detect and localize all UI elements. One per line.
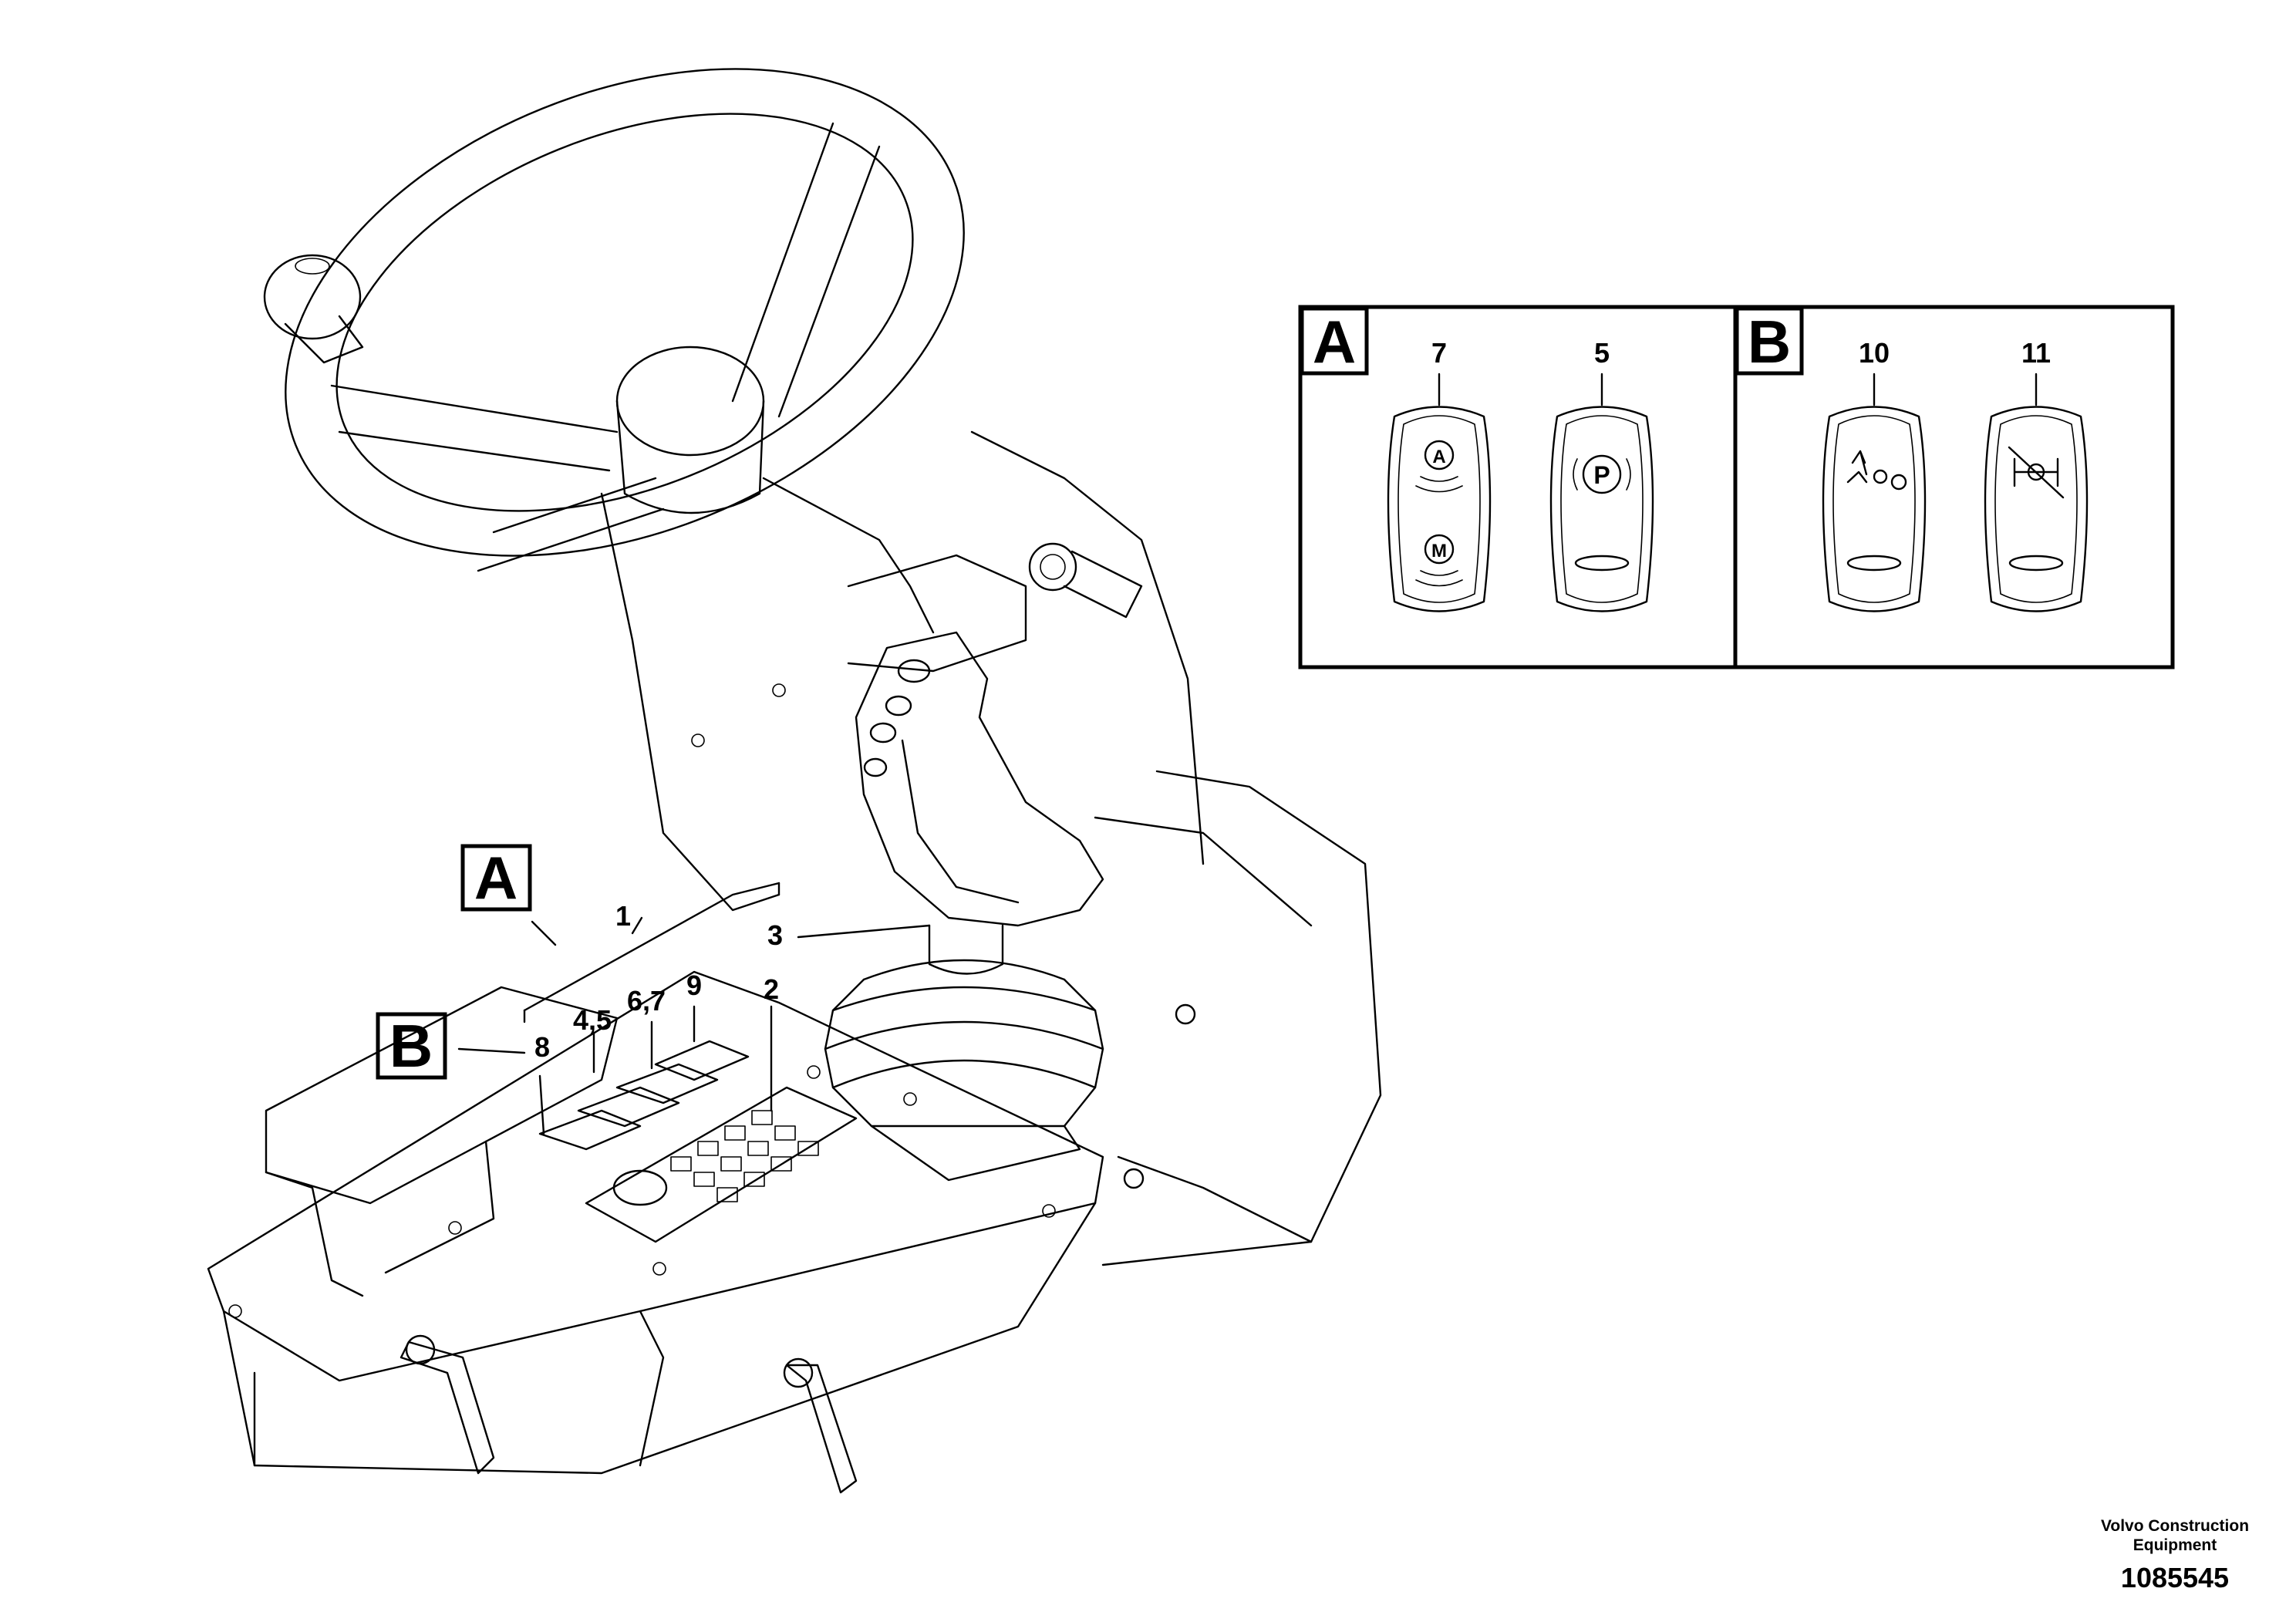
detail-panel: A 7 5 A M P bbox=[1298, 305, 2175, 669]
company-name-line2: Equipment bbox=[2133, 1536, 2217, 1554]
rocker-switch-11 bbox=[1984, 406, 2089, 612]
float-position-icon bbox=[1846, 450, 1907, 491]
auto-mode-icon bbox=[1424, 440, 1455, 470]
indicator-lamp bbox=[1846, 555, 1902, 572]
callout-1: 1 bbox=[615, 900, 631, 932]
switch-label-11: 11 bbox=[2021, 337, 2051, 369]
callout-8: 8 bbox=[534, 1031, 550, 1063]
callout-3: 3 bbox=[767, 919, 783, 951]
rocker-switch-5: P bbox=[1549, 406, 1654, 612]
svg-text:B: B bbox=[1748, 308, 1791, 376]
rocker-switch-10 bbox=[1822, 406, 1927, 612]
indicator-lamp bbox=[2008, 555, 2064, 572]
control-console bbox=[207, 770, 1382, 1494]
company-name-line1: Volvo Construction bbox=[2101, 1517, 2249, 1535]
callout-2: 2 bbox=[764, 973, 779, 1005]
svg-text:A: A bbox=[474, 844, 518, 912]
leader-lines bbox=[457, 882, 931, 1135]
keypad-keys bbox=[670, 1110, 819, 1202]
box-b-label: B bbox=[376, 1012, 447, 1080]
switch-label-7: 7 bbox=[1431, 337, 1447, 369]
parking-brake-icon bbox=[1582, 454, 1622, 494]
hydraulic-lock-icon bbox=[2008, 446, 2065, 499]
steering-column bbox=[600, 430, 1205, 912]
rocker-switch-7: A M bbox=[1387, 406, 1492, 612]
switch-label-5: 5 bbox=[1594, 337, 1610, 369]
steering-wheel bbox=[263, 68, 965, 572]
detail-panel-a: A 7 5 A M P bbox=[1300, 306, 1654, 612]
svg-text:A: A bbox=[1313, 308, 1356, 376]
callout-6-7: 6,7 bbox=[627, 985, 666, 1017]
manual-mode-icon bbox=[1424, 534, 1455, 565]
svg-text:B: B bbox=[389, 1012, 433, 1080]
joystick bbox=[824, 631, 1104, 1182]
switch-label-10: 10 bbox=[1859, 337, 1890, 369]
footer: Volvo Construction Equipment 1085545 bbox=[2101, 1517, 2249, 1593]
callout-9: 9 bbox=[686, 969, 702, 1001]
svg-text:P: P bbox=[1593, 461, 1610, 489]
box-a-label: A bbox=[460, 844, 532, 912]
callout-4-5: 4,5 bbox=[573, 1004, 612, 1036]
svg-text:M: M bbox=[1431, 541, 1447, 561]
drawing-number: 1085545 bbox=[2121, 1562, 2229, 1593]
svg-text:A: A bbox=[1432, 447, 1445, 467]
detail-panel-b: B 10 11 bbox=[1735, 306, 2089, 612]
indicator-lamp bbox=[1574, 555, 1630, 572]
